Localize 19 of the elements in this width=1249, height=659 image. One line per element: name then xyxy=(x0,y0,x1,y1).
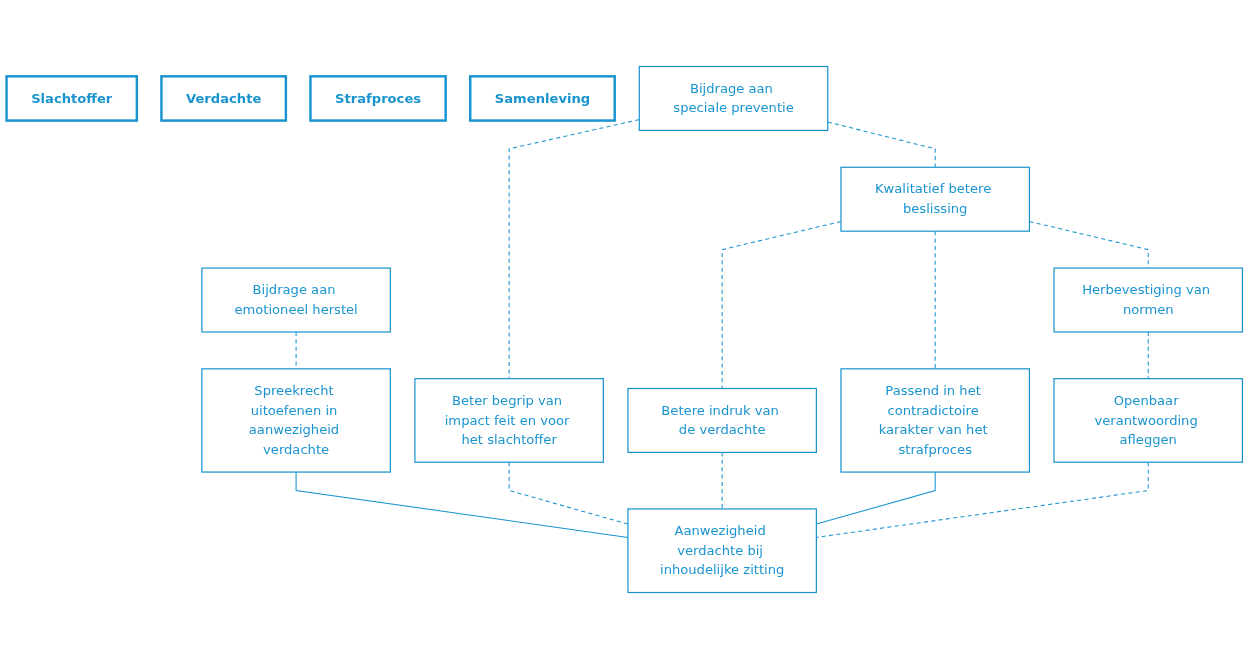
node-box: Kwalitatief betere beslissing xyxy=(840,166,1031,232)
node-box: Strafproces xyxy=(309,75,447,122)
connector xyxy=(1147,331,1149,380)
node-box: Openbaar verantwoording afleggen xyxy=(1053,378,1244,463)
node-box: Spreekrecht uitoefenen in aanwezigheid verdachte xyxy=(201,368,391,473)
connector xyxy=(721,451,723,510)
connector xyxy=(508,119,640,380)
node-box: Verdachte xyxy=(160,75,288,122)
node-box: Herbevestiging van normen xyxy=(1053,267,1244,333)
node-box: Slachtoffer xyxy=(5,75,139,122)
node-box: Betere indruk van de verdachte xyxy=(627,387,817,453)
node-box: Bijdrage aan speciale preventie xyxy=(638,65,829,131)
node-box: Bijdrage aan emotioneel herstel xyxy=(201,267,391,333)
node-box: Samenleving xyxy=(469,75,616,122)
node-box: Aanwezigheid verdachte bij inhoudelijke zitting xyxy=(627,508,817,594)
node-box: Passend in het contradictoire karakter van het strafproces xyxy=(840,368,1031,473)
connector xyxy=(934,230,936,370)
connector xyxy=(827,121,936,168)
node-box: Beter begrip van impact feit en voor het slachtoffer xyxy=(414,378,604,463)
